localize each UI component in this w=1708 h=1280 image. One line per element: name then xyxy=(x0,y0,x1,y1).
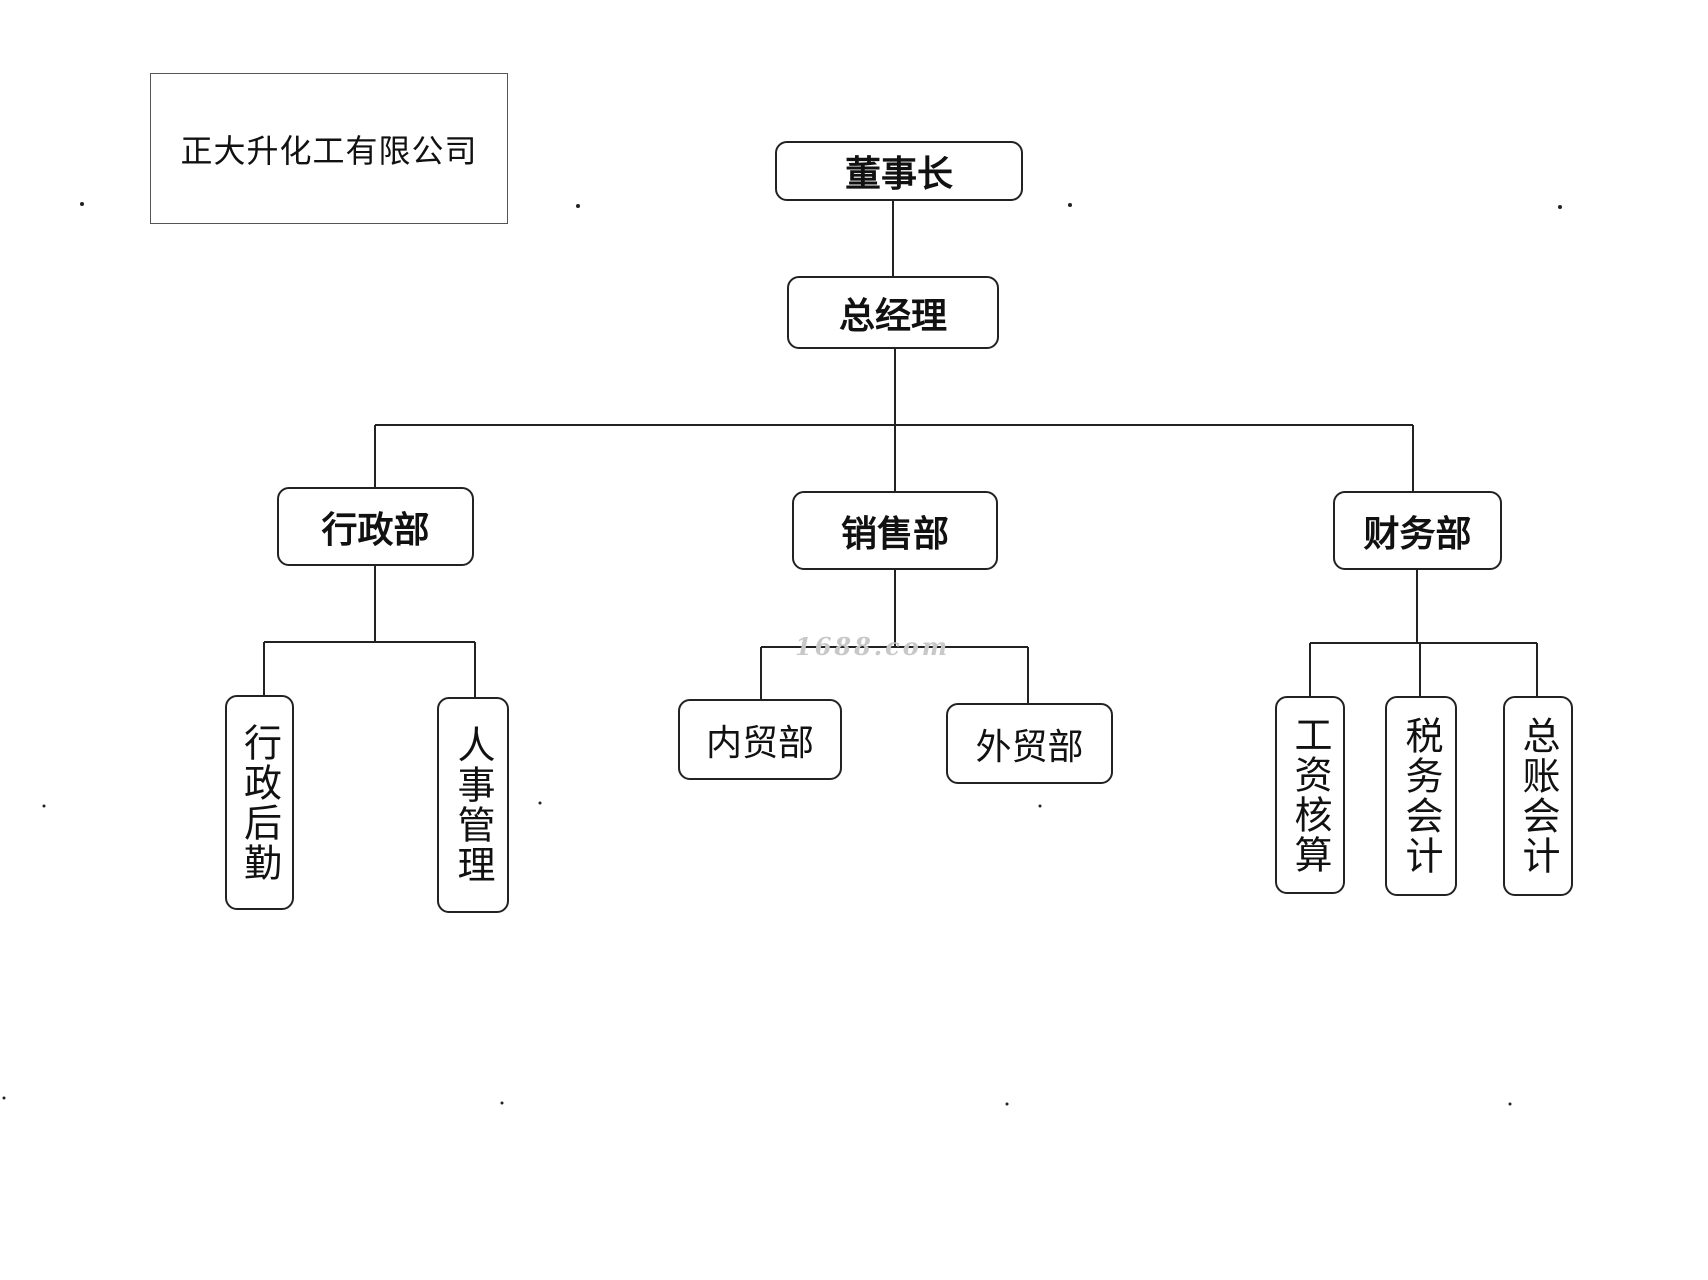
watermark: 1688.com xyxy=(795,632,951,661)
node-label: 财务部 xyxy=(1363,513,1472,555)
node-label: 内贸部 xyxy=(705,722,814,764)
speck xyxy=(1005,1102,1009,1106)
speck xyxy=(42,804,46,808)
node-label: 销售部 xyxy=(840,513,949,555)
node-chairman: 董事长 xyxy=(775,141,1023,201)
company-name: 正大升化工有限公司 xyxy=(180,131,478,170)
node-label: 董事长 xyxy=(844,154,953,195)
speck xyxy=(1558,205,1562,209)
node-payroll: 工资核算 xyxy=(1275,696,1345,894)
node-label: 总账会计 xyxy=(1516,716,1560,876)
node-label: 行政部 xyxy=(321,509,430,551)
node-admin-dept: 行政部 xyxy=(277,487,474,566)
node-admin-logistics: 行政后勤 xyxy=(225,695,294,910)
node-domestic-trade: 内贸部 xyxy=(678,699,842,780)
node-label: 外贸部 xyxy=(975,726,1084,768)
node-label: 税务会计 xyxy=(1399,716,1443,876)
speck xyxy=(500,1101,504,1105)
speck xyxy=(1038,804,1042,808)
speck xyxy=(576,204,580,208)
company-name-box: 正大升化工有限公司 xyxy=(150,73,508,224)
node-finance-dept: 财务部 xyxy=(1333,491,1502,570)
node-foreign-trade: 外贸部 xyxy=(946,703,1113,784)
node-label: 总经理 xyxy=(838,295,947,337)
speck xyxy=(1508,1102,1512,1106)
node-label: 人事管理 xyxy=(451,725,495,885)
speck xyxy=(80,202,84,206)
node-general-ledger: 总账会计 xyxy=(1503,696,1573,896)
speck xyxy=(2,1096,6,1100)
speck xyxy=(1068,203,1072,207)
node-hr-management: 人事管理 xyxy=(437,697,509,913)
node-general-manager: 总经理 xyxy=(787,276,999,349)
node-tax-accounting: 税务会计 xyxy=(1385,696,1457,896)
node-label: 工资核算 xyxy=(1288,715,1332,875)
speck xyxy=(538,801,542,805)
node-label: 行政后勤 xyxy=(237,722,282,883)
node-sales-dept: 销售部 xyxy=(792,491,998,570)
